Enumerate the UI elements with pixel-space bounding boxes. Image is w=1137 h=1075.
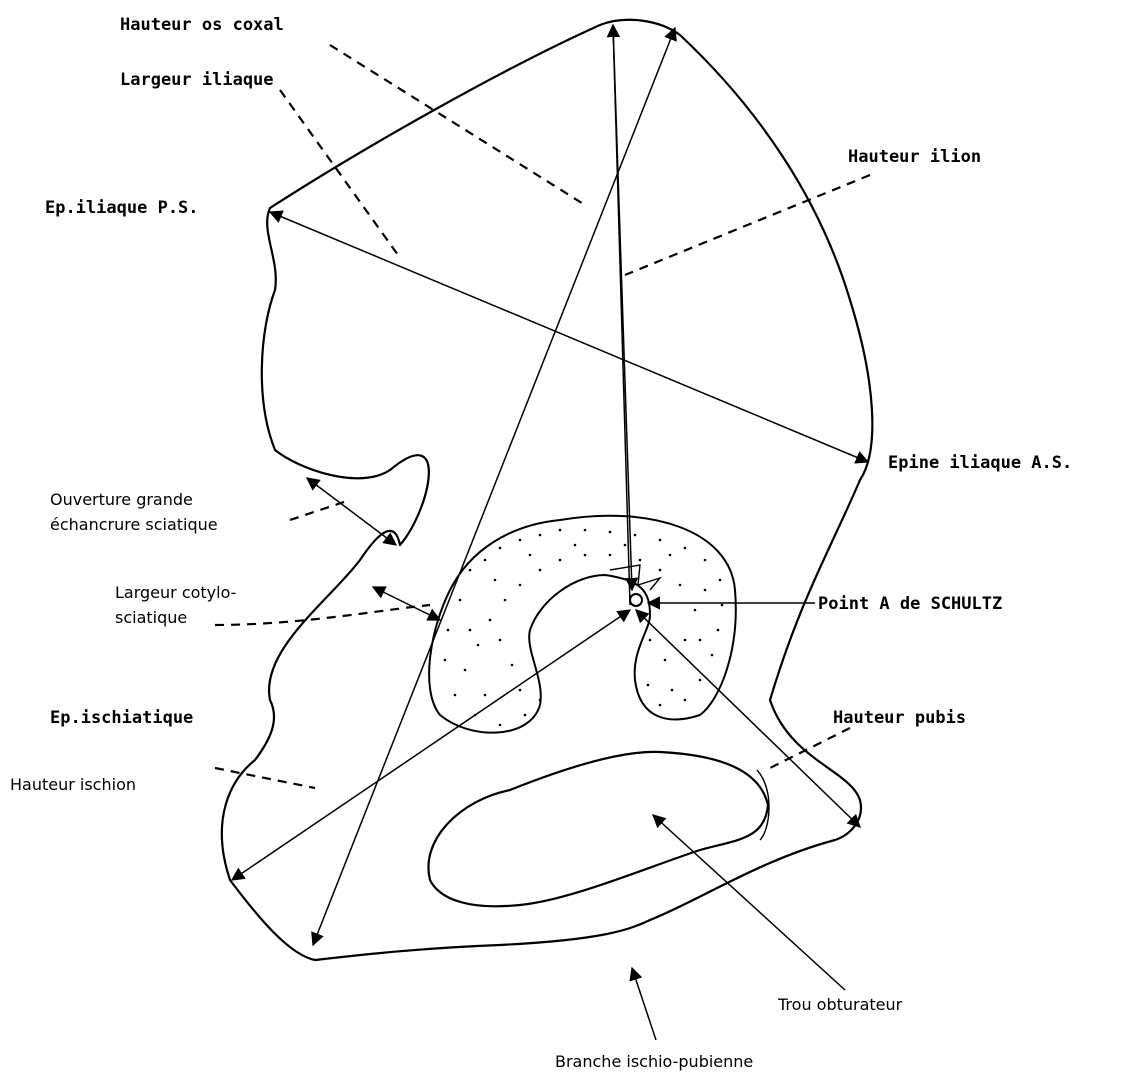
- acetabulum: [429, 516, 736, 733]
- ep-iliaque-ps-as-line: [270, 212, 868, 462]
- point-a-marker: [630, 594, 642, 606]
- largeur-iliaque-line: [313, 28, 675, 945]
- label-ep-iliaque-ps: Ep.iliaque P.S.: [45, 198, 199, 218]
- leader-hauteur-pubis: [770, 728, 850, 768]
- ouverture-sciatique-line: [307, 478, 396, 545]
- leader-largeur-iliaque: [280, 90, 398, 255]
- stipple-dots: [444, 529, 724, 727]
- branche-arrow: [632, 968, 656, 1040]
- label-ouverture-2: échancrure sciatique: [50, 515, 218, 534]
- label-hauteur-ilion: Hauteur ilion: [848, 147, 981, 167]
- label-cotylo-1: Largeur cotylo-: [115, 583, 236, 602]
- label-cotylo-2: sciatique: [115, 608, 187, 627]
- coxal-bone-outline: [222, 20, 873, 960]
- label-branche: Branche ischio-pubienne: [555, 1052, 753, 1071]
- label-ouverture-1: Ouverture grande: [50, 490, 193, 509]
- cotylo-sciatique-line: [373, 587, 440, 620]
- label-epine-iliaque-as: Epine iliaque A.S.: [888, 453, 1072, 473]
- obturator-foramen: [428, 752, 768, 906]
- label-point-a: Point A de SCHULTZ: [818, 594, 1002, 614]
- trou-obturateur-arrow: [653, 815, 845, 990]
- label-hauteur-os-coxal: Hauteur os coxal: [120, 15, 284, 35]
- label-ep-ischiatique: Ep.ischiatique: [50, 708, 193, 728]
- label-hauteur-ischion: Hauteur ischion: [10, 775, 136, 794]
- label-trou-obturateur: Trou obturateur: [777, 995, 903, 1014]
- label-hauteur-pubis: Hauteur pubis: [833, 708, 966, 728]
- label-largeur-iliaque: Largeur iliaque: [120, 70, 274, 90]
- leader-cotylo: [215, 605, 430, 625]
- leader-hauteur-ilion: [625, 175, 870, 275]
- leader-hauteur-ischion: [215, 768, 315, 788]
- hauteur-ilion-line: [613, 25, 632, 590]
- leader-ouverture: [290, 500, 350, 520]
- leader-hauteur-os-coxal: [330, 45, 585, 205]
